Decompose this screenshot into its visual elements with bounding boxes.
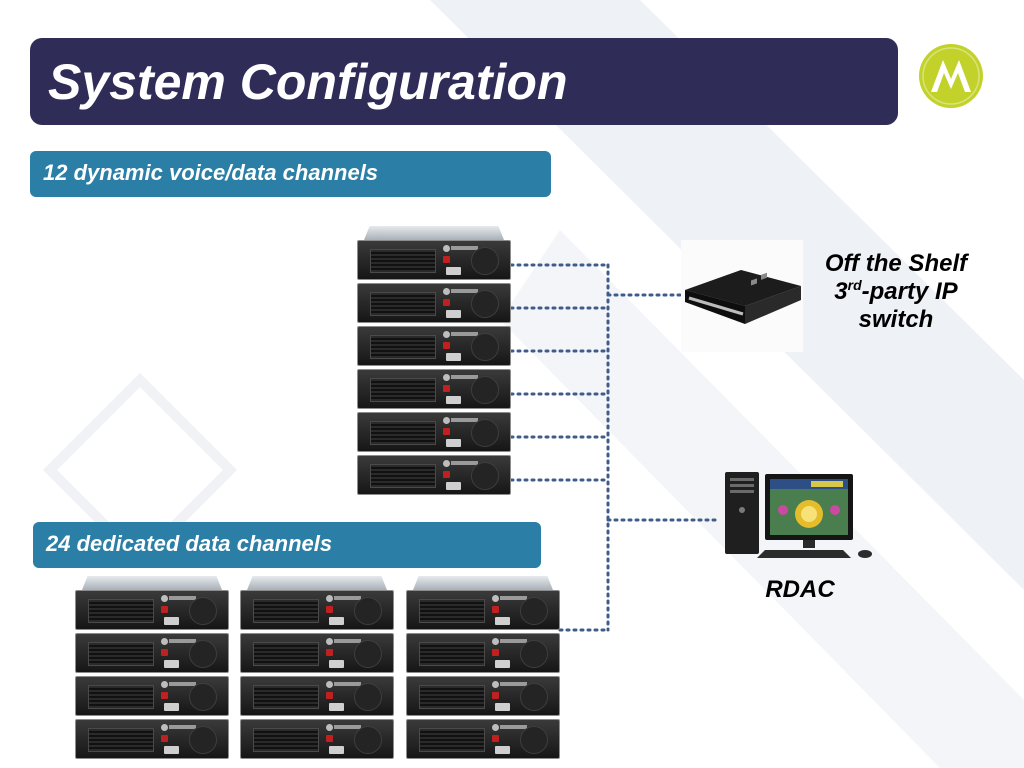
repeater-icon <box>240 633 394 673</box>
rack-top-cap <box>364 226 504 240</box>
repeater-icon <box>357 326 511 366</box>
data-repeater-stack-2 <box>240 576 394 762</box>
repeater-icon <box>357 283 511 323</box>
ip-switch-label: Off the Shelf 3rd-party IP switch <box>806 250 986 334</box>
repeater-icon <box>75 633 229 673</box>
slide-title: System Configuration <box>48 54 568 110</box>
repeater-icon <box>406 719 560 759</box>
repeater-icon <box>357 412 511 452</box>
voice-repeater-stack <box>357 226 511 498</box>
voice-data-channels-banner: 12 dynamic voice/data channels <box>30 151 551 197</box>
ip-switch-label-line2: 3rd-party IP <box>834 277 958 305</box>
repeater-icon <box>357 240 511 280</box>
repeater-icon <box>357 369 511 409</box>
repeater-icon <box>75 590 229 630</box>
repeater-icon <box>240 719 394 759</box>
repeater-icon <box>240 590 394 630</box>
repeater-icon <box>357 455 511 495</box>
repeater-icon <box>240 676 394 716</box>
repeater-icon <box>406 633 560 673</box>
repeater-icon <box>406 676 560 716</box>
rack-top-cap <box>413 576 553 590</box>
rdac-label: RDAC <box>765 576 835 603</box>
dedicated-data-channels-banner: 24 dedicated data channels <box>33 522 541 568</box>
ip-switch-label-line1: Off the Shelf <box>824 250 968 277</box>
ip-switch-label-line3: switch <box>858 306 934 333</box>
rack-top-cap <box>247 576 387 590</box>
title-bar: System Configuration <box>30 38 898 125</box>
repeater-icon <box>75 676 229 716</box>
motorola-logo-icon <box>919 44 983 108</box>
repeater-icon <box>406 590 560 630</box>
ip-switch-device <box>681 240 803 352</box>
repeater-icon <box>75 719 229 759</box>
data-repeater-stack-1 <box>75 576 229 762</box>
desktop-computer-icon <box>725 472 872 558</box>
data-repeater-stack-3 <box>406 576 560 762</box>
network-switch-icon <box>685 270 801 324</box>
rdac-device <box>719 462 879 564</box>
rack-top-cap <box>82 576 222 590</box>
